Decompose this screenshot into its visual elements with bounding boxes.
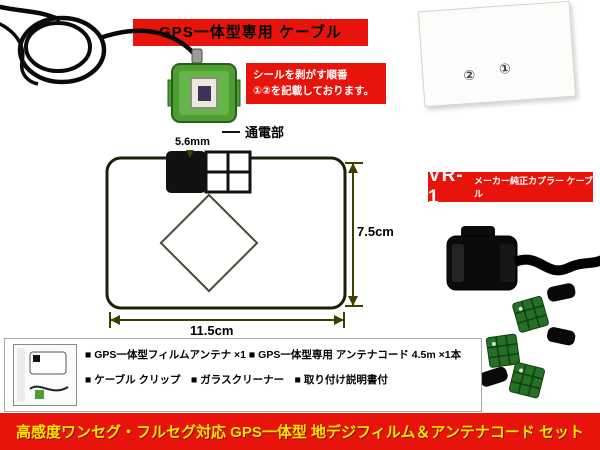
package-photo [13,344,77,406]
green-pad [485,333,520,368]
film-antenna-diagram [105,150,347,310]
adhesive-pads-and-clips [479,283,576,399]
measurement-arrows [109,150,363,328]
green-pad [512,295,549,333]
green-connector [167,48,241,123]
dimension-element-width: 5.6mm [175,136,210,148]
package-photo-art [17,348,69,402]
conduction-label: 通電部 [245,125,285,140]
seal-order-note: シールを剥がす順番 ①②を記載しております。 [246,63,386,104]
seal-note-line2: ①②を記載しております。 [253,85,375,97]
coiled-cable [0,4,200,86]
contents-box: ■ GPS一体型フィルムアンテナ ×1 ■ GPS一体型専用 アンテナコード 4… [4,338,482,412]
dimension-film-width: 11.5cm [190,323,234,338]
dimension-film-height: 7.5cm [357,224,394,239]
conduction-callout: 通電部 [222,122,284,141]
pointer-line [222,130,240,133]
vr1-connector [446,226,600,291]
vr1-label-prefix: VR-1 [428,165,464,208]
bottom-banner: 高感度ワンセグ・フルセグ対応 GPS一体型 地デジフィルム＆アンテナコード セッ… [0,413,600,450]
gps-cable-label: GPS一体型専用 ケーブル [133,19,368,46]
antenna-element-grid [204,150,252,194]
antenna-element-black [166,151,206,193]
diamond-outline [159,193,259,293]
banner-text: 高感度ワンセグ・フルセグ対応 GPS一体型 地デジフィルム＆アンテナコード セッ… [16,424,584,441]
contents-line-1: ■ GPS一体型フィルムアンテナ ×1 ■ GPS一体型専用 アンテナコード 4… [85,349,462,361]
vr1-cable-label: VR-1 メーカー純正カプラー ケーブル [428,165,593,208]
vr1-cable [513,254,600,276]
vr1-label-rest: メーカー純正カプラー ケーブル [473,176,593,199]
contents-line-2: ■ ケーブル クリップ ■ ガラスクリーナー ■ 取り付け説明書付 [85,373,388,386]
seal-note-line1: シールを剥がす順番 [253,69,348,81]
contents-text: ■ GPS一体型フィルムアンテナ ×1 ■ GPS一体型専用 アンテナコード 4… [85,350,479,385]
green-pad [508,362,545,399]
